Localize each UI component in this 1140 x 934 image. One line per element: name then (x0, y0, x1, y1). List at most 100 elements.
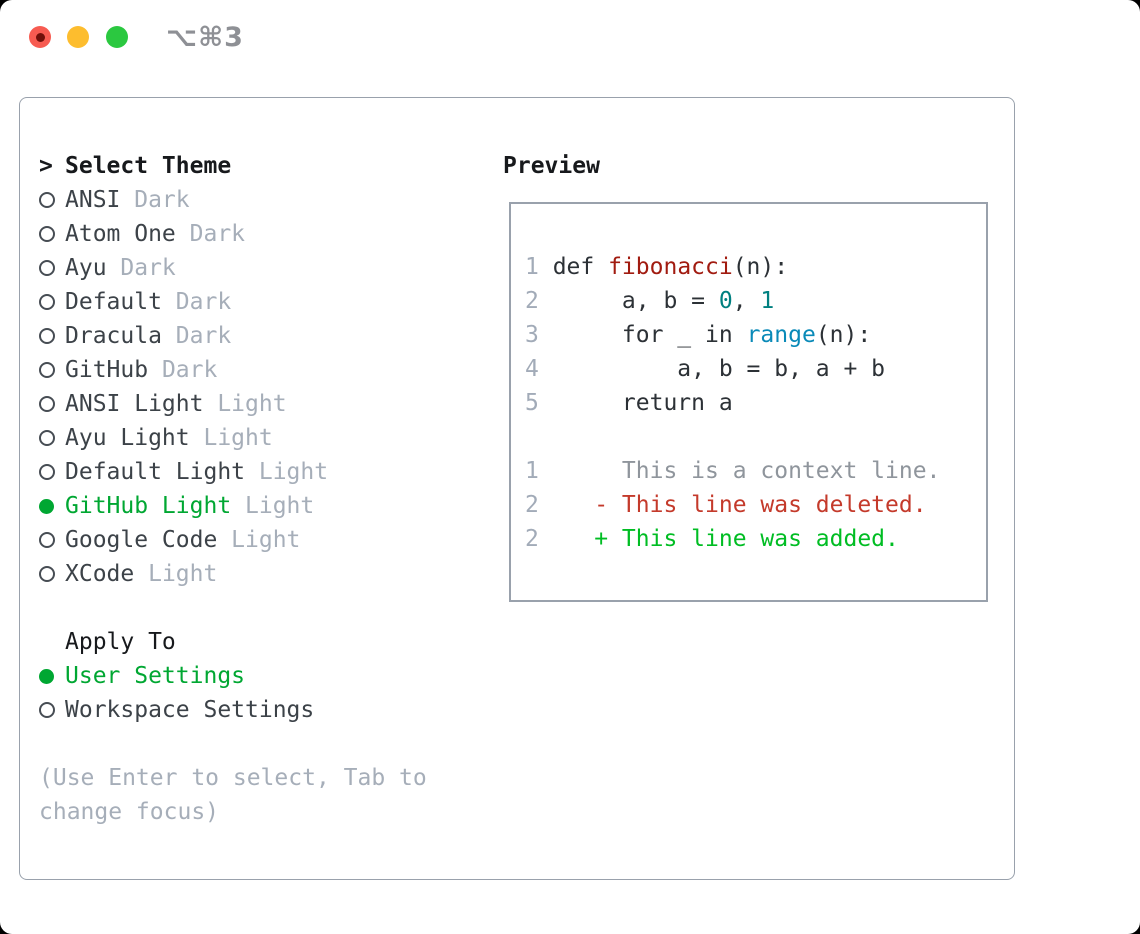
radio-icon (39, 294, 55, 310)
spacer (39, 727, 489, 761)
radio-icon (39, 430, 55, 446)
code-token: - This line was deleted. (552, 492, 927, 518)
theme-option[interactable]: GitHub Light Light (39, 489, 489, 523)
preview-heading: Preview (503, 153, 600, 179)
theme-option[interactable]: GitHub Dark (39, 353, 489, 387)
option-label: GitHub Light (65, 493, 232, 519)
theme-variant-label: Light (203, 425, 273, 451)
code-token: This is a context line. (552, 458, 941, 484)
theme-option[interactable]: Default Light Light (39, 455, 489, 489)
option-label: ANSI Light (65, 391, 204, 417)
line-number: 1 (525, 254, 539, 280)
theme-variant-label: Light (258, 459, 329, 485)
theme-option[interactable]: Google Code Light (39, 523, 489, 557)
line-number: 5 (525, 390, 539, 416)
option-label: Dracula (65, 323, 162, 349)
line-number: 1 (525, 458, 539, 484)
apply-to-options-list: User Settings Workspace Settings (39, 659, 489, 727)
code-token: , (732, 288, 761, 314)
code-token: + This line was added. (552, 526, 899, 552)
theme-list-column: > Select Theme ANSI Dark Atom One Dark A… (39, 149, 489, 829)
theme-variant-label: Dark (120, 255, 176, 281)
close-button[interactable] (29, 26, 51, 48)
option-label: GitHub (65, 357, 149, 383)
option-label: Default Light (65, 459, 246, 485)
theme-option[interactable]: Default Dark (39, 285, 489, 319)
code-line (525, 420, 986, 454)
apply-to-option[interactable]: Workspace Settings (39, 693, 489, 727)
unsaved-dot-icon (35, 32, 45, 42)
code-line: 2 - This line was deleted. (525, 488, 986, 522)
code-token: (n): (732, 254, 789, 280)
theme-variant-label: Dark (134, 187, 190, 213)
code-token: return a (552, 390, 733, 416)
code-token: def (552, 254, 609, 280)
option-label: Ayu (65, 255, 107, 281)
theme-variant-label: Dark (175, 323, 232, 349)
code-line: 1 def fibonacci(n): (525, 250, 986, 284)
radio-icon (39, 362, 55, 378)
radio-icon (39, 532, 55, 548)
theme-variant-label: Light (231, 527, 301, 553)
code-token: 0 (718, 288, 733, 314)
theme-option[interactable]: ANSI Light Light (39, 387, 489, 421)
radio-icon (39, 192, 55, 208)
radio-icon (39, 566, 55, 582)
line-number: 3 (525, 322, 539, 348)
code-line: 2 + This line was added. (525, 522, 986, 556)
select-theme-heading: > Select Theme (39, 149, 489, 183)
code-token: a, b = b, a + b (552, 356, 886, 382)
theme-variant-label: Dark (161, 357, 218, 383)
line-number: 2 (525, 492, 539, 518)
radio-icon (39, 668, 54, 684)
option-label: ANSI (65, 187, 121, 213)
select-theme-heading-label: Select Theme (65, 153, 232, 179)
code-token: for _ in (552, 322, 747, 348)
theme-picker-panel: > Select Theme ANSI Dark Atom One Dark A… (19, 97, 1015, 880)
theme-option[interactable]: Ayu Dark (39, 251, 489, 285)
line-number: 2 (525, 288, 539, 314)
option-label: Workspace Settings (65, 697, 315, 723)
apply-to-heading: Apply To (65, 629, 176, 655)
code-line: 5 return a (525, 386, 986, 420)
apply-to-option[interactable]: User Settings (39, 659, 489, 693)
window-title: ⌥⌘3 (166, 22, 244, 53)
code-line: 3 for _ in range(n): (525, 318, 986, 352)
maximize-button[interactable] (106, 26, 128, 48)
code-token: 1 (760, 288, 775, 314)
radio-icon (39, 396, 55, 412)
theme-option[interactable]: Ayu Light Light (39, 421, 489, 455)
keyboard-hint-line2: change focus) (39, 799, 220, 825)
code-line: 1 This is a context line. (525, 454, 986, 488)
focus-caret-icon: > (39, 153, 53, 179)
theme-variant-label: Light (217, 391, 287, 417)
theme-option[interactable]: XCode Light (39, 557, 489, 591)
theme-variant-label: Light (245, 493, 315, 519)
code-token: a, b = (552, 288, 719, 314)
line-number: 2 (525, 526, 539, 552)
radio-icon (39, 702, 55, 718)
option-label: Default (65, 289, 162, 315)
theme-option[interactable]: ANSI Dark (39, 183, 489, 217)
option-label: XCode (65, 561, 135, 587)
minimize-button[interactable] (67, 26, 89, 48)
code-token: fibonacci (608, 254, 733, 280)
keyboard-hint-line1: (Use Enter to select, Tab to (39, 765, 427, 791)
code-token: (n): (815, 322, 872, 348)
code-token: range (746, 322, 816, 348)
radio-icon (39, 498, 54, 514)
spacer (39, 591, 489, 625)
theme-option[interactable]: Dracula Dark (39, 319, 489, 353)
option-label: User Settings (65, 663, 246, 689)
theme-variant-label: Light (148, 561, 218, 587)
option-label: Atom One (65, 221, 176, 247)
window-titlebar: ⌥⌘3 (0, 0, 1140, 74)
radio-icon (39, 464, 55, 480)
theme-option[interactable]: Atom One Dark (39, 217, 489, 251)
code-line: 2 a, b = 0, 1 (525, 284, 986, 318)
line-number: 4 (525, 356, 539, 382)
theme-variant-label: Dark (175, 289, 232, 315)
